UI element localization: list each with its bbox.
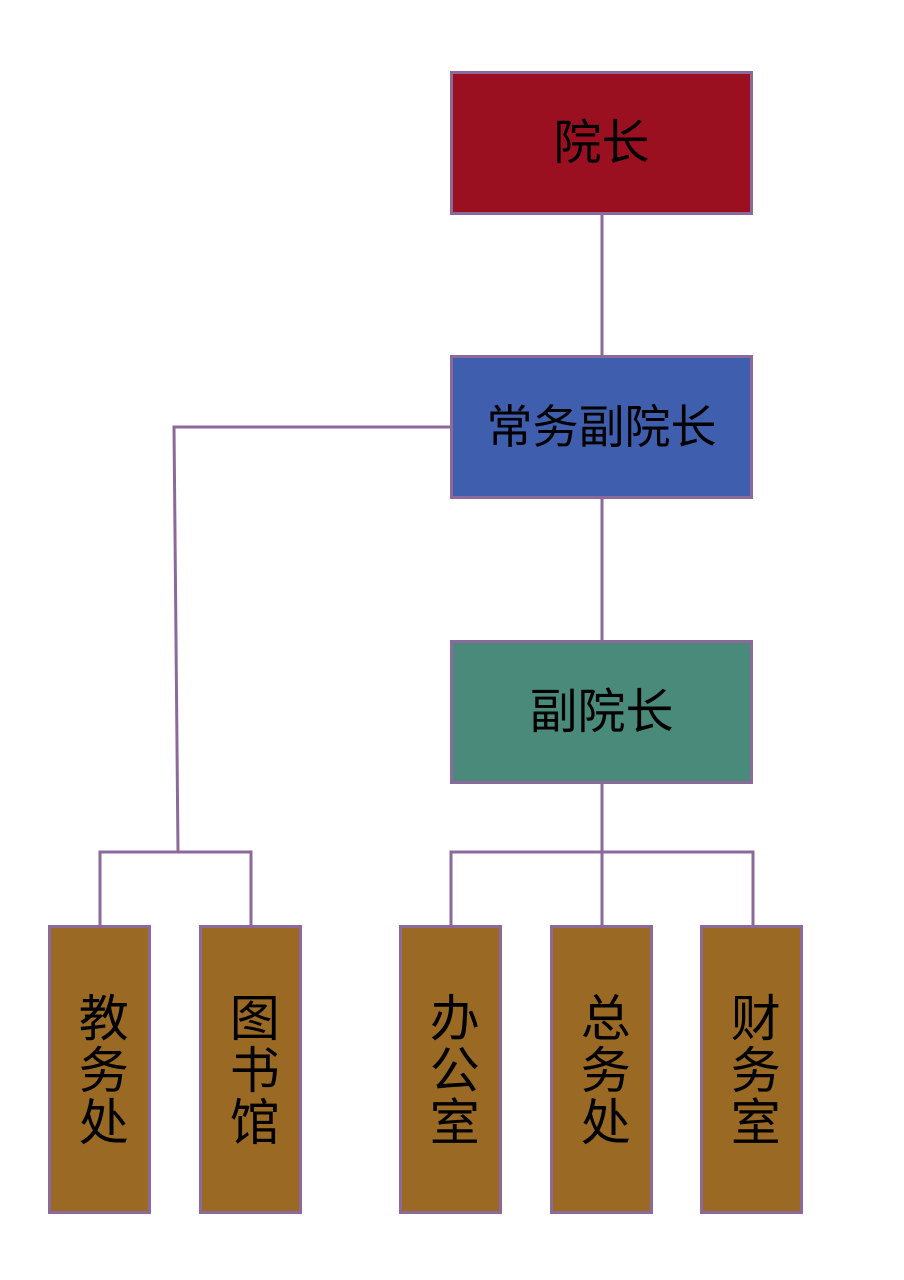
node-president: 院长 bbox=[450, 71, 753, 215]
node-general-affairs: 总务处 bbox=[550, 925, 653, 1214]
node-academic-affairs-label: 教务处 bbox=[70, 991, 129, 1148]
node-office: 办公室 bbox=[399, 925, 502, 1214]
node-president-label: 院长 bbox=[553, 115, 650, 171]
node-office-label: 办公室 bbox=[421, 991, 480, 1148]
connector-left-bracket bbox=[98, 850, 253, 927]
node-academic-affairs: 教务处 bbox=[48, 925, 151, 1214]
node-library: 图书馆 bbox=[199, 925, 302, 1214]
node-vice-president-label: 副院长 bbox=[529, 684, 674, 740]
node-executive-vice-president: 常务副院长 bbox=[450, 355, 753, 499]
node-general-affairs-label: 总务处 bbox=[572, 991, 631, 1148]
connector-right-bracket bbox=[449, 850, 755, 927]
node-library-label: 图书馆 bbox=[221, 991, 280, 1148]
connector-execvp-left-branch bbox=[172, 425, 452, 854]
node-executive-vice-president-label: 常务副院长 bbox=[486, 400, 717, 454]
node-finance-label: 财务室 bbox=[722, 991, 781, 1148]
node-vice-president: 副院长 bbox=[450, 640, 753, 784]
node-finance: 财务室 bbox=[700, 925, 803, 1214]
